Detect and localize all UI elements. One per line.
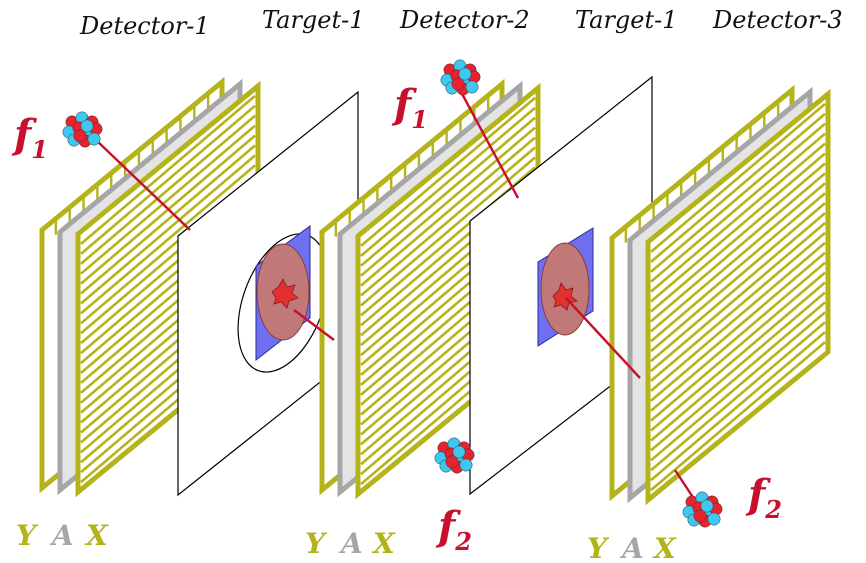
track-f1-right: [458, 89, 520, 199]
plane-label-y: Y: [587, 532, 610, 563]
plane-labels-2: Y A X: [305, 527, 396, 560]
nucleus-f2-right: [682, 491, 723, 528]
plane-label-a: A: [619, 532, 644, 563]
title-detector-3: Detector-3: [712, 6, 843, 34]
target-2-hit: [552, 282, 578, 311]
nuclei-group: [62, 59, 723, 528]
label-f1-right: f1: [391, 81, 428, 134]
track-f2-right: [565, 297, 641, 379]
label-f1-left: f1: [11, 111, 48, 164]
detector-3: [609, 84, 831, 506]
target-2: [469, 75, 653, 496]
plane-label-a: A: [49, 519, 74, 552]
target-1: [177, 90, 359, 497]
nucleus-f2-left: [434, 437, 475, 474]
plane-x: [645, 88, 831, 506]
target-1-hit: [271, 278, 299, 309]
plane-labels-3: Y A X: [587, 532, 677, 563]
nucleus-f1-right: [440, 59, 481, 96]
plane-label-a: A: [338, 527, 363, 560]
title-detector-2: Detector-2: [399, 6, 530, 34]
label-f2-left: f2: [435, 503, 472, 556]
track-f2-left: [293, 309, 335, 341]
nucleus-f1-left: [62, 111, 103, 148]
plane-label-x: X: [84, 519, 109, 552]
plane-label-x: X: [652, 532, 677, 563]
plane-x: [355, 82, 541, 500]
track-f1-left: [95, 139, 191, 231]
title-detector-1: Detector-1: [79, 12, 210, 40]
plane-label-y: Y: [16, 519, 39, 552]
plane-label-y: Y: [305, 527, 328, 560]
title-target-2: Target-1: [575, 6, 678, 34]
label-f2-right: f2: [745, 471, 782, 524]
plane-labels-1: Y A X: [16, 519, 109, 552]
plane-label-x: X: [371, 527, 396, 560]
detector-2: [319, 78, 541, 500]
title-target-1: Target-1: [262, 6, 365, 34]
